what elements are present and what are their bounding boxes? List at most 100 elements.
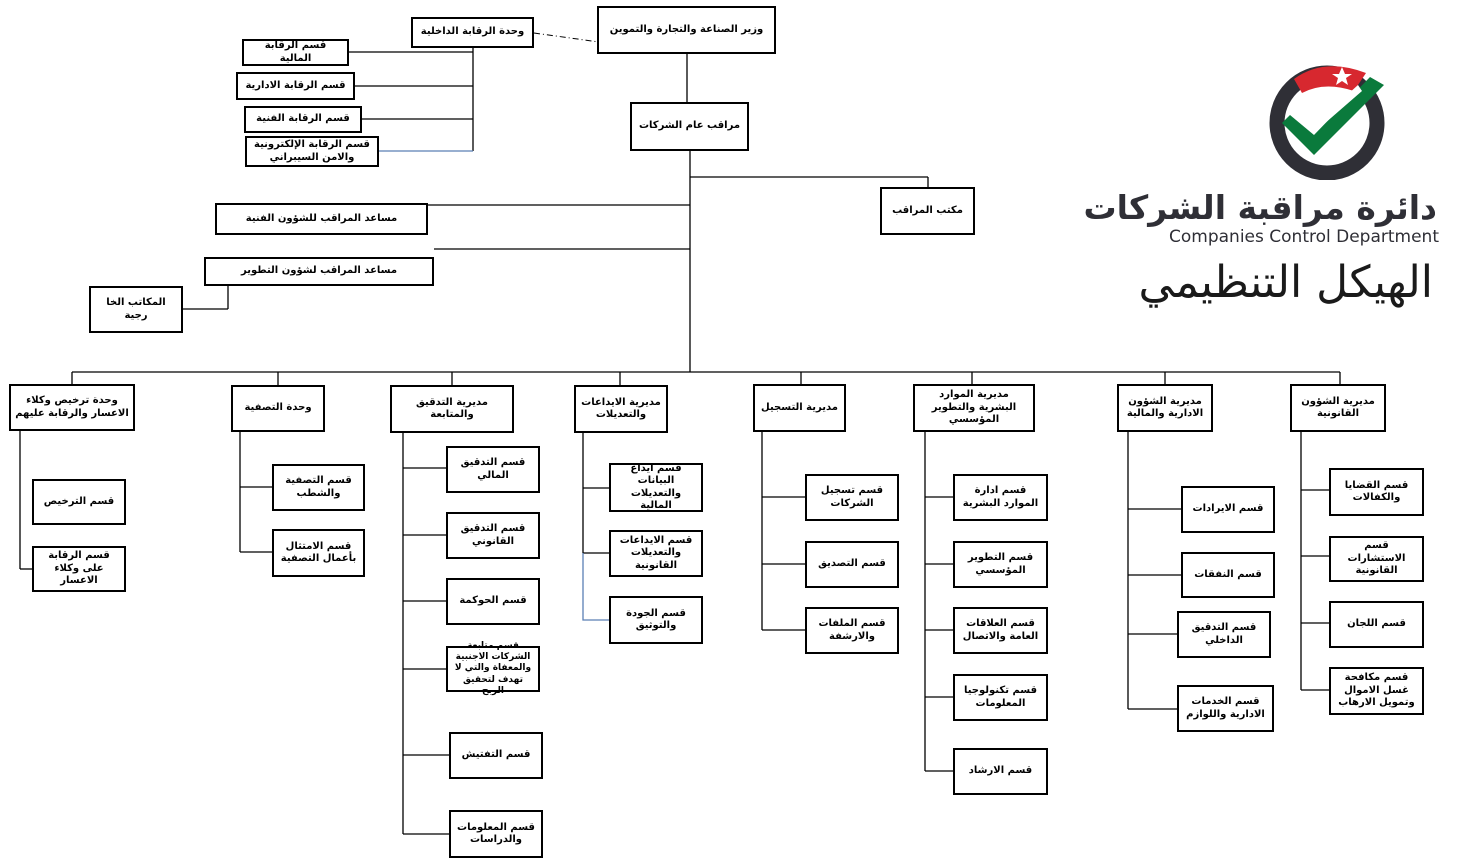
internal-control-box: وحدة الرقابة الداخلية xyxy=(411,17,534,48)
liquidation-works-section-label: قسم الامتثال بأعمال التصفية xyxy=(280,540,357,565)
guidance-section-label: قسم الارشاد xyxy=(968,765,1033,777)
public-relations-section-box: قسم العلاقات العامة والاتصال xyxy=(953,607,1048,654)
liquidation-section-label: قسم التصفية والشطب xyxy=(285,475,352,499)
asst-technical-label: مساعد المراقب للشؤون الفنية xyxy=(245,212,398,224)
data-deposit-section-box: قسم ايداع البيانات والتعديلات المالية xyxy=(609,463,703,512)
licensing-unit-box: وحدة ترخيص وكلاء الاعسار والرقابة عليهم xyxy=(9,384,135,431)
deposits-directorate-label: مديرية الايداعات والتعديلات xyxy=(581,396,661,421)
aml-section-box: قسم مكافحة غسل الاموال وتمويل الارهاب xyxy=(1329,667,1424,715)
legal-directorate-label: مديرية الشؤون القانونية xyxy=(1301,395,1375,420)
asst-development-label: مساعد المراقب لشؤون التطوير xyxy=(240,265,398,277)
admin-control-box: قسم الرقابة الادارية xyxy=(236,72,355,100)
financial-control-label: قسم الرقابة المالية xyxy=(264,40,327,64)
guidance-section-box: قسم الارشاد xyxy=(953,748,1048,795)
financial-audit-section-box: قسم التدقيق المالي xyxy=(446,446,540,493)
it-section-box: قسم تكنولوجيا المعلومات xyxy=(953,674,1048,721)
controller-office-label: مكتب المراقب xyxy=(892,204,963,216)
internal-control-label: وحدة الرقابة الداخلية xyxy=(420,26,525,38)
registration-directorate-label: مديرية التسجيل xyxy=(761,401,838,413)
hr-directorate-label: مديرية الموارد البشرية والتطوير المؤسسي xyxy=(931,389,1017,426)
info-studies-section-label: قسم المعلومات والدراسات xyxy=(457,821,535,846)
page-title: الهيكل التنظيمي xyxy=(1138,257,1433,308)
governance-section-label: قسم الحوكمة xyxy=(459,595,527,607)
agents-control-section-box: قسم الرقابة على وكلاء الاعسار xyxy=(32,546,126,592)
quality-section-label: قسم الجودة والتوثيق xyxy=(626,607,686,632)
external-offices-box: المكاتب الخا رجية xyxy=(89,286,183,333)
technical-control-label: قسم الرقابة الفنية xyxy=(256,113,350,125)
licensing-section-label: قسم الترخيص xyxy=(43,495,115,507)
consultations-section-label: قسم الاستشارات القانونية xyxy=(1347,540,1406,577)
committees-section-label: قسم اللجان xyxy=(1347,618,1406,630)
committees-section-box: قسم اللجان xyxy=(1329,601,1424,648)
certification-section-box: قسم التصديق xyxy=(805,541,899,588)
company-registration-section-box: قسم تسجيل الشركات xyxy=(805,474,899,521)
legal-directorate-box: مديرية الشؤون القانونية xyxy=(1290,384,1386,432)
revenues-section-label: قسم الايرادات xyxy=(1192,503,1264,515)
files-archive-section-box: قسم الملفات والارشفة xyxy=(805,607,899,654)
quality-section-box: قسم الجودة والتوثيق xyxy=(609,596,703,644)
expenses-section-box: قسم النفقات xyxy=(1181,552,1275,598)
info-studies-section-box: قسم المعلومات والدراسات xyxy=(449,810,543,858)
hr-mgmt-section-label: قسم ادارة الموارد البشرية xyxy=(962,485,1039,509)
certification-section-label: قسم التصديق xyxy=(818,558,886,570)
audit-directorate-box: مديرية التدقيق والمتابعة xyxy=(390,385,514,433)
company-registration-section-label: قسم تسجيل الشركات xyxy=(820,485,884,509)
governance-section-box: قسم الحوكمة xyxy=(446,578,540,625)
liquidation-section-box: قسم التصفية والشطب xyxy=(272,464,365,511)
legal-audit-section-box: قسم التدقيق القانوني xyxy=(446,512,540,559)
internal-audit-section-box: قسم التدقيق الداخلي xyxy=(1177,611,1271,658)
hr-mgmt-section-box: قسم ادارة الموارد البشرية xyxy=(953,474,1048,521)
department-name-english: Companies Control Department xyxy=(1169,227,1439,247)
minister-box: وزير الصناعة والتجارة والتموين xyxy=(597,6,776,54)
agents-control-section-label: قسم الرقابة على وكلاء الاعسار xyxy=(48,550,110,587)
licensing-unit-label: وحدة ترخيص وكلاء الاعسار والرقابة عليهم xyxy=(15,395,129,419)
admin-services-section-box: قسم الخدمات الادارية واللوازم xyxy=(1177,685,1274,732)
revenues-section-box: قسم الايرادات xyxy=(1181,486,1275,533)
data-deposit-section-label: قسم ايداع البيانات والتعديلات المالية xyxy=(630,462,682,512)
admin-control-label: قسم الرقابة الادارية xyxy=(245,79,346,91)
it-section-label: قسم تكنولوجيا المعلومات xyxy=(963,685,1038,709)
cyber-control-box: قسم الرقابة الإلكترونية والامن السيبراني xyxy=(245,136,379,167)
asst-development-box: مساعد المراقب لشؤون التطوير xyxy=(204,257,434,286)
deposits-directorate-box: مديرية الايداعات والتعديلات xyxy=(574,385,668,433)
inst-dev-section-box: قسم التطوير المؤسسي xyxy=(953,541,1048,588)
legal-deposits-section-box: قسم الايداعات والتعديلات القانونية xyxy=(609,530,703,577)
licensing-section-box: قسم الترخيص xyxy=(32,479,126,525)
minister-label: وزير الصناعة والتجارة والتموين xyxy=(609,23,764,35)
foreign-followup-section-label: قسم متابعة الشركات الاجنبية والمعفاة وال… xyxy=(454,640,532,696)
files-archive-section-label: قسم الملفات والارشفة xyxy=(818,618,886,642)
admin-services-section-label: قسم الخدمات الادارية واللوازم xyxy=(1186,696,1265,720)
legal-deposits-section-label: قسم الايداعات والتعديلات القانونية xyxy=(619,534,693,571)
liquidation-unit-label: وحدة التصفية xyxy=(244,402,312,414)
department-branding: دائرة مراقبة الشركات Companies Control D… xyxy=(1083,55,1455,320)
controller-general-label: مراقب عام الشركات xyxy=(638,120,741,132)
controller-general-box: مراقب عام الشركات xyxy=(630,102,749,151)
financial-control-box: قسم الرقابة المالية xyxy=(242,39,349,66)
external-offices-label: المكاتب الخا رجية xyxy=(106,297,166,321)
cases-section-box: قسم القضايا والكفالات xyxy=(1329,468,1424,516)
legal-audit-section-label: قسم التدقيق القانوني xyxy=(460,523,526,547)
department-name-arabic: دائرة مراقبة الشركات xyxy=(1083,188,1437,227)
controller-office-box: مكتب المراقب xyxy=(880,187,975,235)
inst-dev-section-label: قسم التطوير المؤسسي xyxy=(967,552,1034,576)
financial-audit-section-label: قسم التدقيق المالي xyxy=(460,457,526,481)
audit-directorate-label: مديرية التدقيق والمتابعة xyxy=(416,396,488,421)
liquidation-unit-box: وحدة التصفية xyxy=(231,385,325,432)
technical-control-box: قسم الرقابة الفنية xyxy=(244,106,362,133)
admin-financial-directorate-box: مديرية الشؤون الادارية والمالية xyxy=(1117,384,1213,432)
aml-section-label: قسم مكافحة غسل الاموال وتمويل الارهاب xyxy=(1338,672,1415,709)
asst-technical-box: مساعد المراقب للشؤون الفنية xyxy=(215,203,428,235)
cyber-control-label: قسم الرقابة الإلكترونية والامن السيبراني xyxy=(254,139,370,163)
public-relations-section-label: قسم العلاقات العامة والاتصال xyxy=(962,618,1039,642)
internal-audit-section-label: قسم التدقيق الداخلي xyxy=(1191,622,1257,646)
inspection-section-box: قسم التفتيش xyxy=(449,732,543,779)
consultations-section-box: قسم الاستشارات القانونية xyxy=(1329,536,1424,582)
admin-financial-directorate-label: مديرية الشؤون الادارية والمالية xyxy=(1126,395,1204,420)
expenses-section-label: قسم النفقات xyxy=(1194,568,1262,580)
department-logo-icon xyxy=(1269,65,1385,180)
registration-directorate-box: مديرية التسجيل xyxy=(753,384,846,432)
cases-section-label: قسم القضايا والكفالات xyxy=(1344,479,1409,504)
foreign-followup-section-box: قسم متابعة الشركات الاجنبية والمعفاة وال… xyxy=(446,641,540,696)
hr-directorate-box: مديرية الموارد البشرية والتطوير المؤسسي xyxy=(913,384,1035,432)
